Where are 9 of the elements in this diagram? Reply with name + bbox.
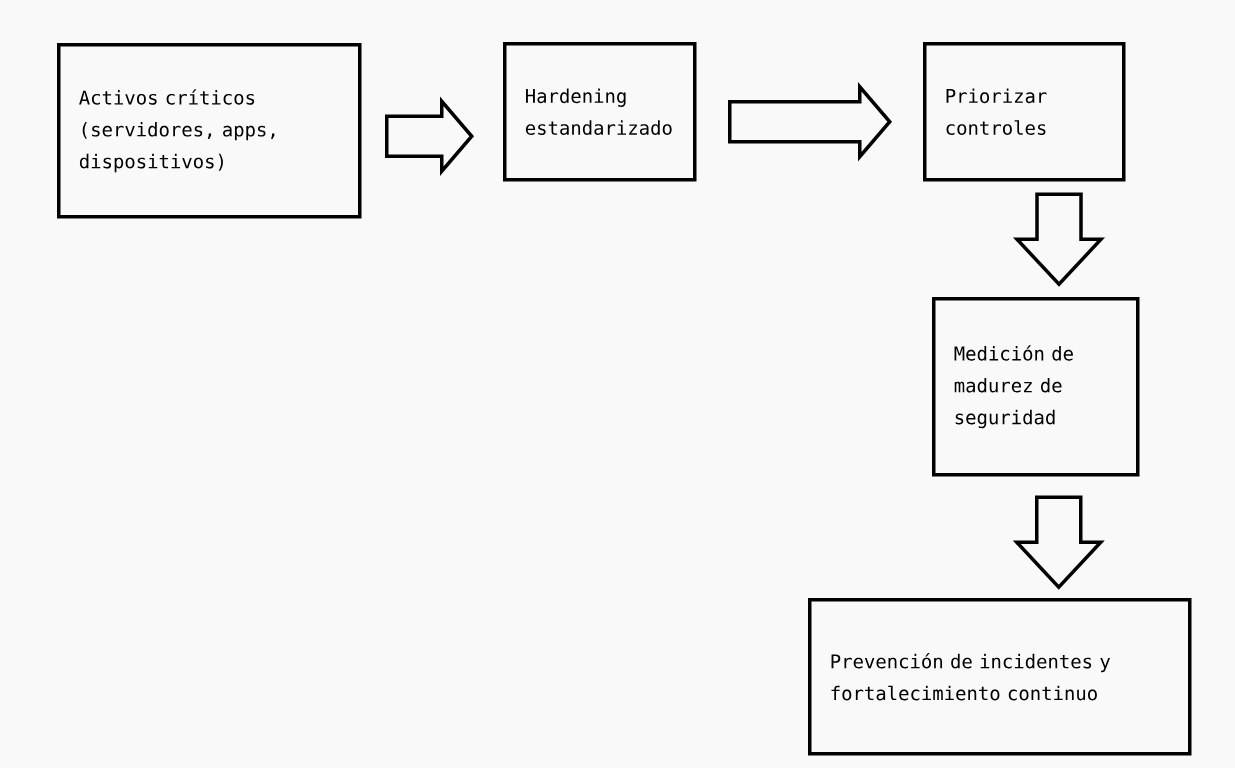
process-box: Prevención de incidentes y fortalecimiento continuo <box>808 598 1192 756</box>
process-box: Medición de madurez de seguridad <box>932 297 1140 477</box>
block-arrow <box>1013 192 1106 287</box>
block-arrow <box>385 96 475 176</box>
process-box: Activos críticos (servidores, apps, dispositivos) <box>57 43 362 219</box>
process-box: Priorizar controles <box>923 42 1126 182</box>
block-arrow <box>728 82 893 162</box>
process-box: Hardening estandarizado <box>503 42 697 182</box>
block-arrow <box>1012 495 1105 590</box>
